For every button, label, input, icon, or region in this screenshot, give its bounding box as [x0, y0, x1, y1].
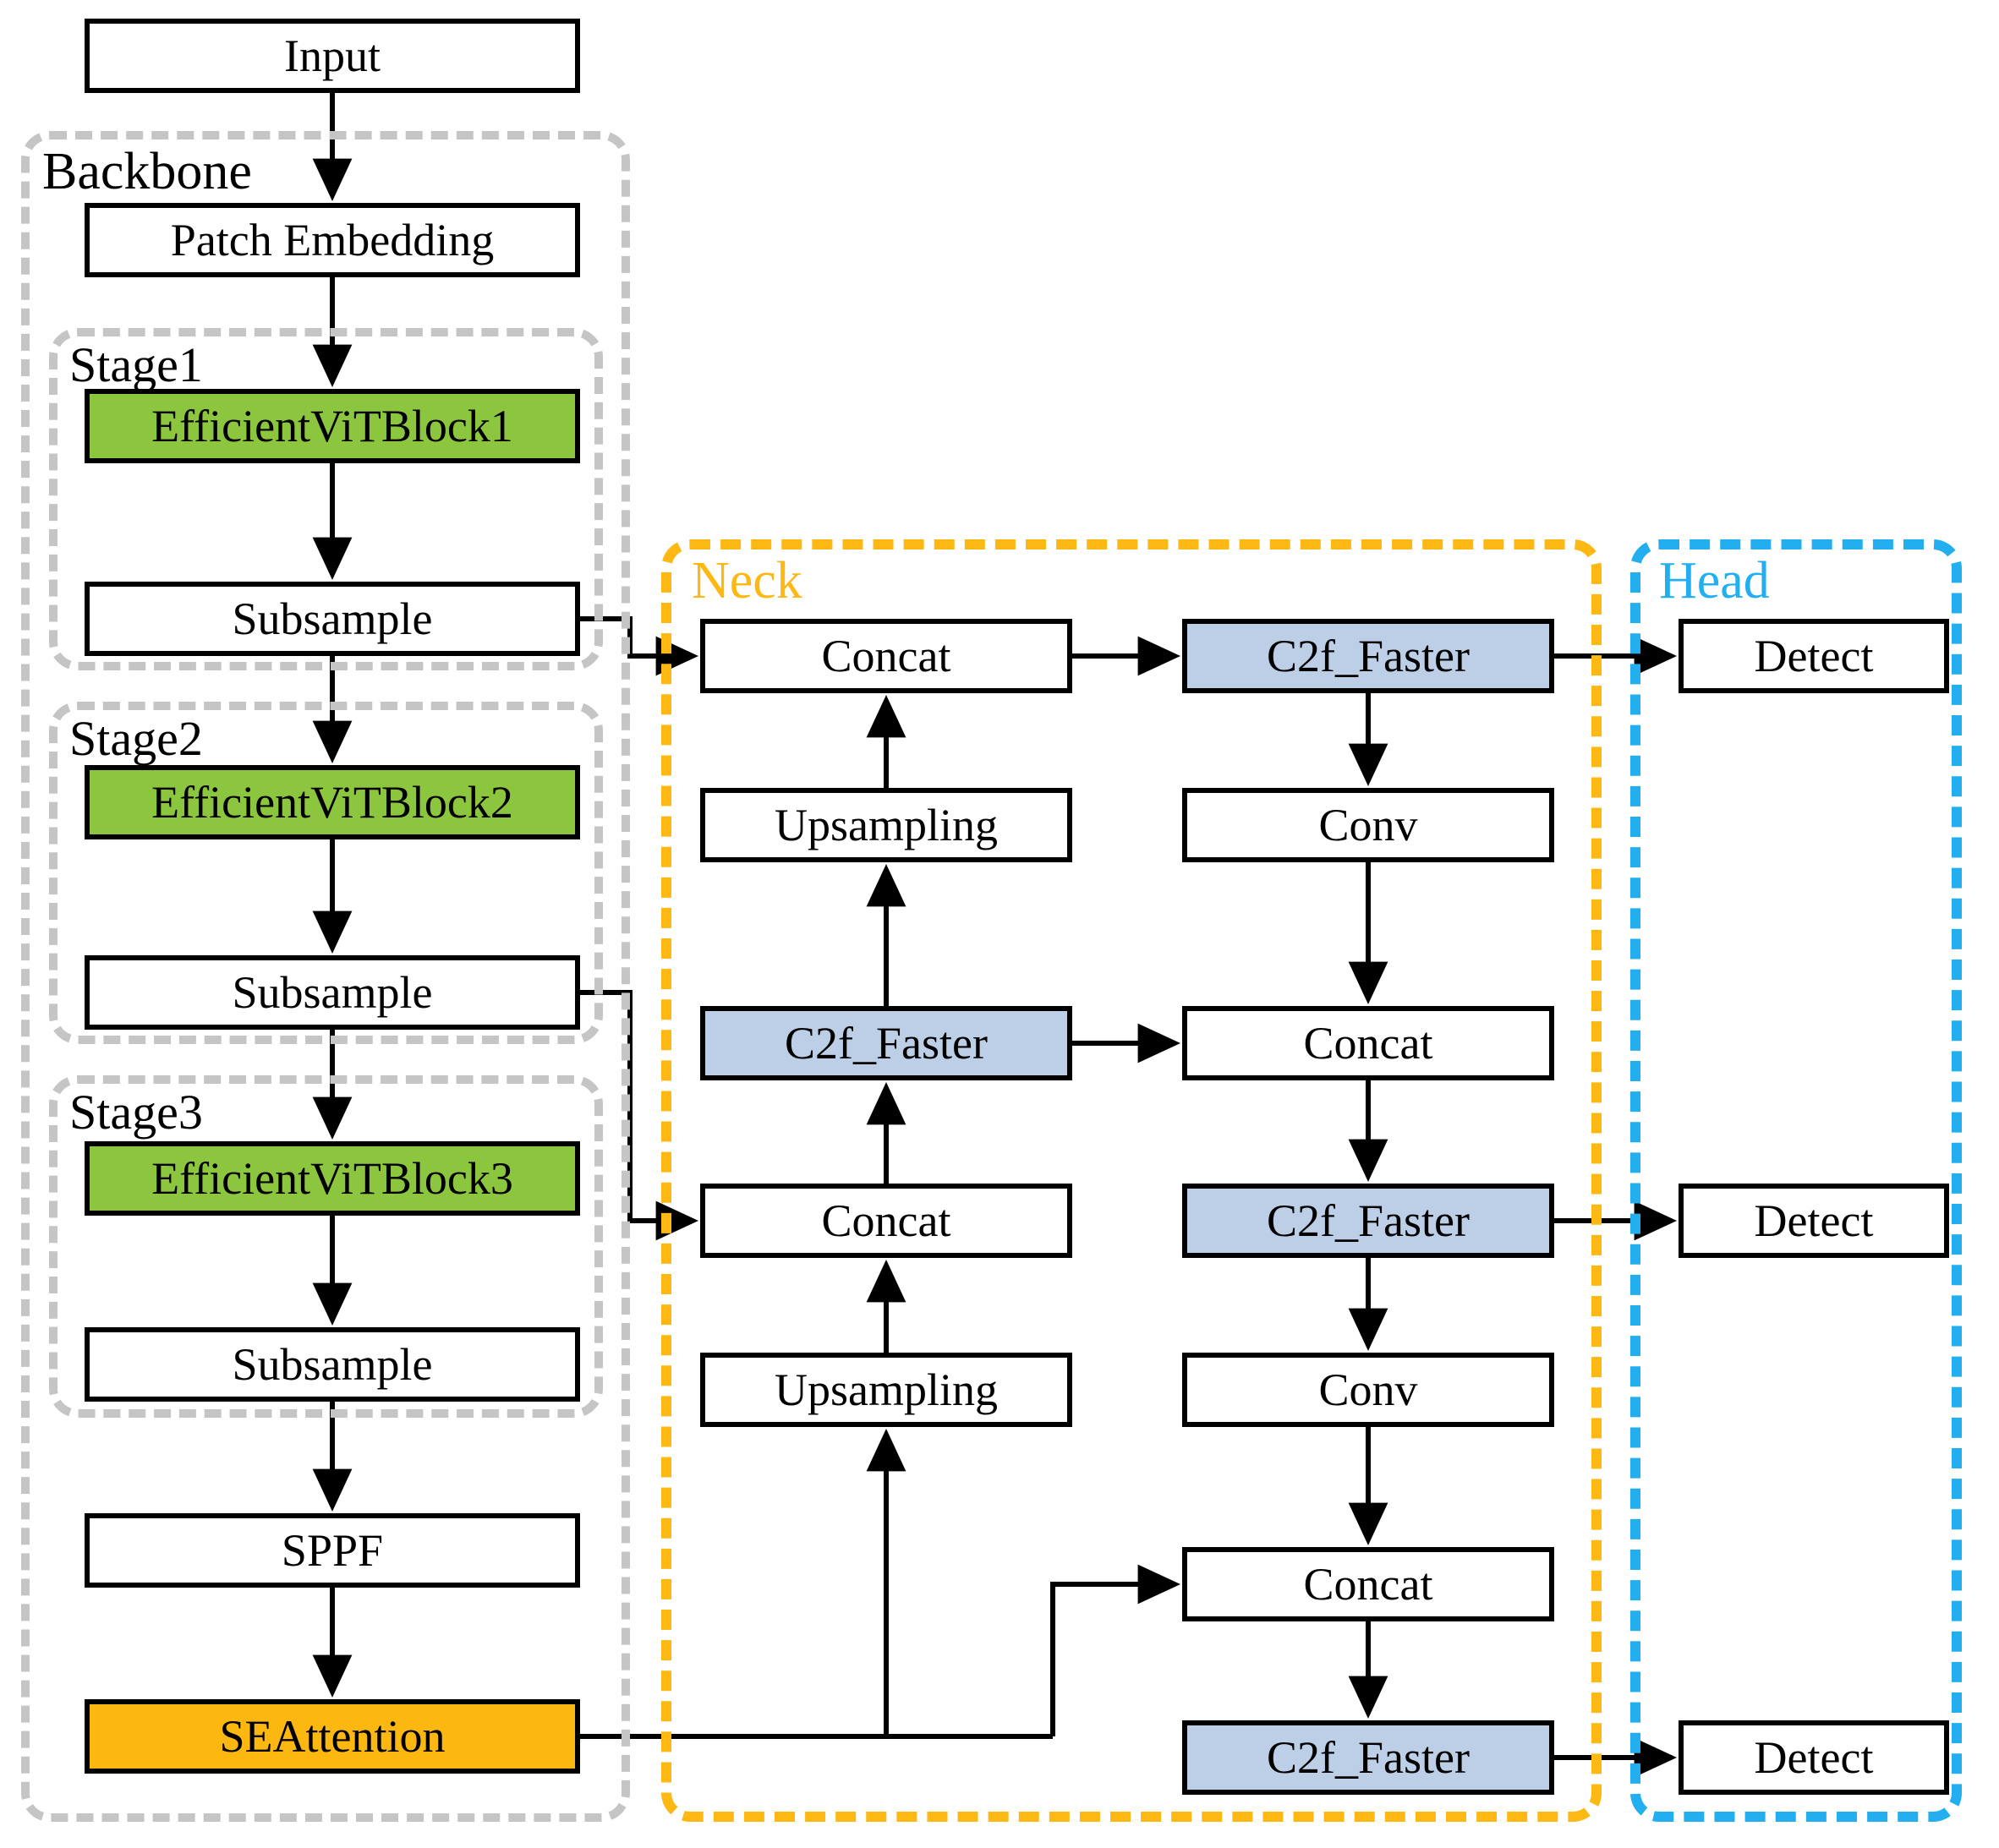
node-concat-top[interactable]: Concat [700, 619, 1072, 693]
group-stage3 [49, 1075, 603, 1418]
node-conv-top[interactable]: Conv [1182, 788, 1554, 862]
node-detect-top[interactable]: Detect [1679, 619, 1949, 693]
node-c2f-faster-middle[interactable]: C2f_Faster [1182, 1184, 1554, 1258]
group-label-stage3: Stage3 [69, 1085, 203, 1140]
node-subsample-3[interactable]: Subsample [85, 1327, 580, 1402]
node-efficientvitblock3[interactable]: EfficientViTBlock3 [85, 1141, 580, 1216]
group-head [1630, 539, 1962, 1822]
node-conv-bottom[interactable]: Conv [1182, 1353, 1554, 1427]
node-upsampling-bottom[interactable]: Upsampling [700, 1353, 1072, 1427]
node-input[interactable]: Input [85, 19, 580, 93]
group-label-head: Head [1659, 552, 1770, 610]
node-detect-bottom[interactable]: Detect [1679, 1720, 1949, 1795]
group-label-stage2: Stage2 [69, 711, 203, 766]
node-subsample-1[interactable]: Subsample [85, 582, 580, 656]
node-patch-embedding[interactable]: Patch Embedding [85, 203, 580, 277]
node-concat-mid[interactable]: Concat [700, 1184, 1072, 1258]
node-sppf[interactable]: SPPF [85, 1513, 580, 1588]
node-upsampling-top[interactable]: Upsampling [700, 788, 1072, 862]
node-concat-right-1[interactable]: Concat [1182, 1006, 1554, 1080]
node-efficientvitblock2[interactable]: EfficientViTBlock2 [85, 765, 580, 839]
group-label-neck: Neck [692, 552, 802, 610]
node-efficientvitblock1[interactable]: EfficientViTBlock1 [85, 389, 580, 463]
group-stage1 [49, 328, 603, 670]
node-c2f-faster-bottom[interactable]: C2f_Faster [1182, 1720, 1554, 1795]
node-c2f-faster-mid[interactable]: C2f_Faster [700, 1006, 1072, 1080]
group-label-backbone: Backbone [42, 143, 252, 200]
node-detect-middle[interactable]: Detect [1679, 1184, 1949, 1258]
group-label-stage1: Stage1 [69, 337, 203, 392]
node-seattention[interactable]: SEAttention [85, 1699, 580, 1774]
group-neck [661, 539, 1602, 1822]
node-c2f-faster-top[interactable]: C2f_Faster [1182, 619, 1554, 693]
group-backbone [21, 131, 630, 1822]
group-stage2 [49, 702, 603, 1044]
node-subsample-2[interactable]: Subsample [85, 955, 580, 1030]
node-concat-right-2[interactable]: Concat [1182, 1547, 1554, 1621]
